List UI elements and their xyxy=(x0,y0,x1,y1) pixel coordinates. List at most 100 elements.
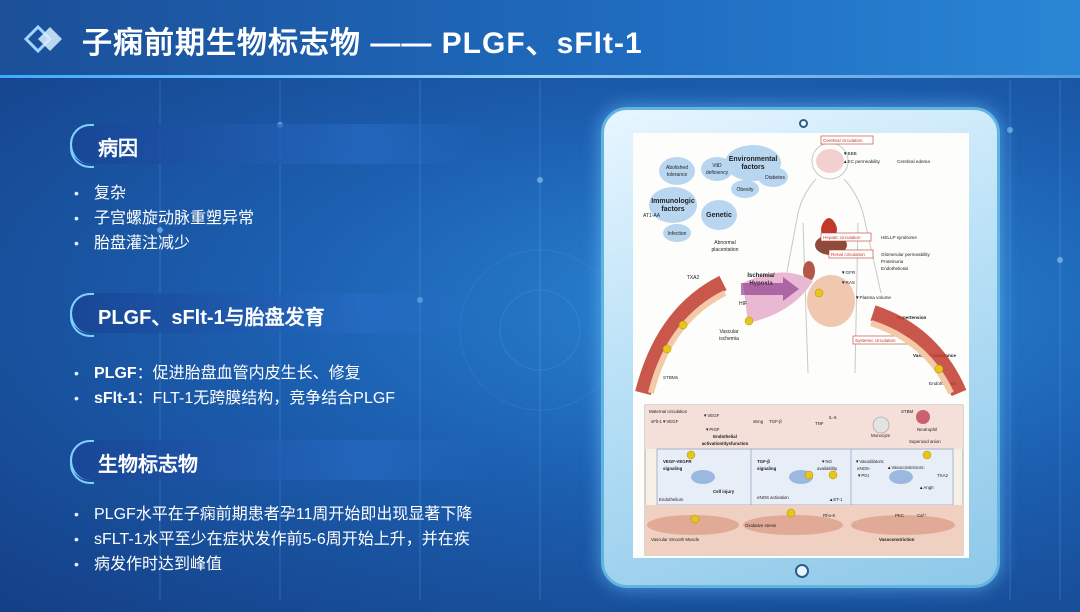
section-label: PLGF、sFlt-1与胎盘发育 xyxy=(98,307,325,329)
label-enos: eNOS- xyxy=(857,466,871,471)
label-vascular-smooth-muscle: Vascular Smooth Muscle xyxy=(651,537,700,542)
label-placentation: placentation xyxy=(712,247,739,253)
label-systemic-circulation: Systemic circulation xyxy=(855,338,896,343)
cloud-tolerance: tolerance xyxy=(667,172,688,178)
label-renal-circulation: Renal circulation xyxy=(831,252,865,257)
label-ca: Ca²⁺ xyxy=(917,513,926,518)
list-item: 复杂 xyxy=(72,181,254,206)
cloud-environmental: Environmental xyxy=(729,156,778,163)
continuation-text: 病发作时达到峰值 xyxy=(94,556,223,573)
label-angii: ▲AngII xyxy=(919,485,934,490)
cause-bullet-list: 复杂 子宫螺旋动脉重塑异常 胎盘灌注减少 xyxy=(72,181,254,256)
cloud-factors: factors xyxy=(741,164,764,171)
label-ischemia: Ischemia/ xyxy=(747,273,775,279)
label-no: ▼NO xyxy=(821,459,833,464)
label-proteinuria: Proteinuria xyxy=(881,259,904,264)
brain-shape xyxy=(816,149,844,173)
ischemia-arrow xyxy=(741,277,799,301)
term-sflt1: sFlt-1 xyxy=(94,390,137,407)
list-item: PLGF：促进胎盘血管内皮生长、修复 xyxy=(72,361,395,386)
maternal-circulation-band xyxy=(645,405,963,449)
title-bar: 子痫前期生物标志物 —— PLGF、sFlt-1 xyxy=(0,0,1080,78)
cloud-genetic: Genetic xyxy=(706,212,732,219)
tablet-frame: Abolished tolerance VitD deficiency Envi… xyxy=(601,107,1000,588)
pathophysiology-figure: Abolished tolerance VitD deficiency Envi… xyxy=(633,133,969,558)
diamond-logo-icon xyxy=(23,24,62,54)
list-item: sFLT-1水平至少在症状发作前5-6周开始上升，并在疾 xyxy=(72,527,472,552)
label-vegf: ▼VEGF xyxy=(703,413,720,418)
placenta-bullet-list: PLGF：促进胎盘血管内皮生长、修复 sFlt-1：FLT-1无跨膜结构，竞争结… xyxy=(72,361,395,411)
right-vessel-inner xyxy=(870,320,954,395)
label-gfr: ▼GFR xyxy=(841,270,856,275)
label-superoxide: Superoxid anion xyxy=(909,439,941,444)
tablet-camera xyxy=(799,119,808,128)
label-hypertension: Hypertension xyxy=(897,315,927,320)
label-tgf-signaling: TGF-β xyxy=(757,459,770,464)
label-stbms: STBMs xyxy=(663,375,679,380)
list-item: 病发作时达到峰值 xyxy=(72,552,472,577)
label-hif: HIF xyxy=(739,301,747,307)
section-header-biomarker: 生物标志物 xyxy=(70,440,490,484)
biomarker-bullet-list: PLGF水平在子痫前期患者孕11周开始即出现显著下降 sFLT-1水平至少在症状… xyxy=(72,502,472,577)
section-header-cause: 病因 xyxy=(70,124,490,168)
label-pkc: PKC xyxy=(895,513,904,518)
tablet-home-button xyxy=(795,564,809,578)
label-il6: IL-6 xyxy=(829,415,837,420)
list-item: PLGF水平在子痫前期患者孕11周开始即出现显著下降 xyxy=(72,502,472,527)
label-txa2-lower: TXA2 xyxy=(937,473,949,478)
neutrophil-cell xyxy=(916,410,930,424)
body-silhouette xyxy=(782,142,882,374)
cloud-immunologic-factors: factors xyxy=(661,206,684,213)
label-glomerular: Glomerular permeability xyxy=(881,252,930,257)
label-seng: sEng xyxy=(753,419,764,424)
label-cerebral-edema: Cerebral edema xyxy=(897,159,930,164)
label-vasoconstrictors: ▲Vasoconstrictors: xyxy=(887,465,925,470)
label-endothelial: Endothelial xyxy=(713,434,737,439)
list-item: 子宫螺旋动脉重塑异常 xyxy=(72,206,254,231)
endothelial-cells xyxy=(691,470,913,484)
label-vegf-signaling-sub: signaling xyxy=(663,466,683,471)
label-endotheliosis-renal: Endotheliosis xyxy=(881,266,909,271)
label-ischemia-sub: ischemia xyxy=(719,336,739,342)
label-vegf-signaling: VEGF-VEGFR xyxy=(663,459,692,464)
label-tgf-signaling-sub: signaling xyxy=(757,466,777,471)
label-pgi: ▼PGI xyxy=(857,473,869,478)
left-vessel-outer xyxy=(635,275,727,395)
uterus-shape xyxy=(807,275,855,327)
label-monocyte: Monocyte xyxy=(871,433,891,438)
label-cell-injury: Cell injury xyxy=(713,489,735,494)
label-txa2: TXA2 xyxy=(687,275,700,281)
ros-markers xyxy=(662,288,944,374)
label-maternal-circulation: Maternal circulation xyxy=(649,409,688,414)
lower-ros-markers xyxy=(686,450,932,524)
label-endothelium: Endothelium xyxy=(659,497,684,502)
cloud-at1aa: AT1-AA xyxy=(643,213,661,219)
plgf-description: ：促进胎盘血管内皮生长、修复 xyxy=(136,365,361,382)
label-oxidative-stress: Oxidative stress xyxy=(745,523,777,528)
cloud-deficiency: deficiency xyxy=(706,170,729,176)
label-bbb: ▼BBB xyxy=(843,151,857,156)
label-vascular: Vascular xyxy=(719,329,738,335)
kidney-shape xyxy=(803,261,815,281)
label-activation: activation/dysfunction xyxy=(702,441,749,446)
label-hepatic-circulation: Hepatic circulation xyxy=(823,235,861,240)
label-abnormal: Abnormal xyxy=(714,240,735,246)
label-hellp: HELLP syndrome xyxy=(881,235,917,240)
label-tgfb: TGF-β xyxy=(769,419,782,424)
label-tnf: TNF xyxy=(815,421,824,426)
cloud-immunologic: Immunologic xyxy=(651,198,695,205)
label-rhok: Rho-K xyxy=(823,513,836,518)
page-title: 子痫前期生物标志物 —— PLGF、sFlt-1 xyxy=(82,27,643,60)
right-vessel-outer xyxy=(870,305,967,397)
section-label: 生物标志物 xyxy=(98,454,198,476)
section-label: 病因 xyxy=(98,138,138,160)
cloud-abolished: Abolished xyxy=(666,165,688,171)
monocyte-cell xyxy=(872,416,890,434)
label-stbm: STBM xyxy=(901,409,914,414)
cloud-vitd: VitD xyxy=(712,163,722,169)
cloud-infection: Infection xyxy=(668,231,687,237)
section-header-placenta: PLGF、sFlt-1与胎盘发育 xyxy=(70,293,490,337)
left-vessel-inner xyxy=(648,290,727,394)
label-enos-activation: eNOS activation xyxy=(757,495,789,500)
label-vasodilators: ▼Vasodilators: xyxy=(855,459,884,464)
